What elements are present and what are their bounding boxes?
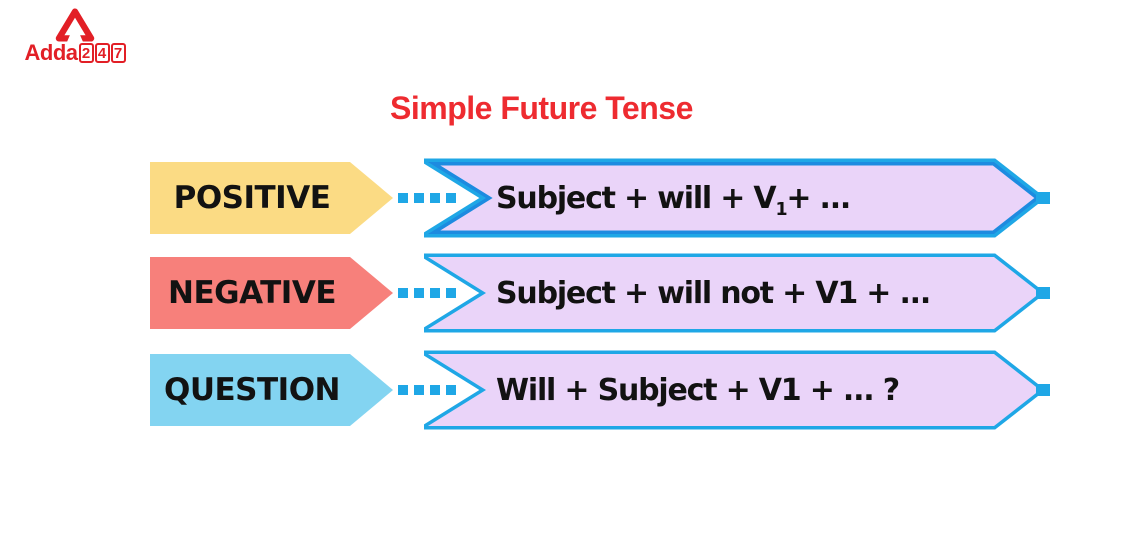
- question-label-text: QUESTION: [163, 372, 341, 408]
- label-arrow-shape: [150, 257, 393, 329]
- banner-tip-nub: [1036, 192, 1050, 204]
- formula-pre: Subject + will not + V1 + ...: [496, 275, 931, 311]
- logo-brand-text: Adda: [24, 40, 79, 65]
- question-formula-banner: Will + Subject + V1 + ... ?: [424, 350, 1050, 430]
- banner-fill: [428, 162, 1040, 234]
- positive-label-text: POSITIVE: [173, 180, 331, 216]
- logo-wordmark: Adda 2 4 7: [20, 40, 130, 66]
- tense-row-question: QUESTION Will + Subject + V1 + ... ?: [0, 350, 1141, 430]
- negative-label-arrow: NEGATIVE: [150, 257, 393, 329]
- logo-digit-7: 7: [110, 43, 126, 63]
- logo-digit-2: 2: [78, 43, 94, 63]
- negative-label-text: NEGATIVE: [168, 275, 337, 311]
- formula-pre: Will + Subject + V1 + ... ?: [496, 372, 900, 408]
- adda247-triangle-icon: [55, 8, 95, 42]
- banner-ribbon-shape: [424, 350, 1050, 430]
- formula-pre: Subject + will + V: [496, 180, 777, 216]
- banner-tip-nub: [1036, 384, 1050, 396]
- negative-formula-banner: Subject + will not + V1 + ...: [424, 253, 1050, 333]
- dotted-connector: [398, 193, 456, 203]
- page-title: Simple Future Tense: [390, 90, 693, 126]
- adda247-logo: Adda 2 4 7: [20, 8, 130, 66]
- formula-post: + ...: [786, 180, 851, 216]
- banner-fill: [428, 354, 1040, 426]
- banner-ribbon-shape: [424, 158, 1050, 238]
- banner-ribbon-shape: [424, 253, 1050, 333]
- positive-label-arrow: POSITIVE: [150, 162, 393, 234]
- tense-row-negative: NEGATIVE Subject + will not + V1 + ...: [0, 253, 1141, 333]
- dotted-connector: [398, 288, 456, 298]
- negative-formula-text: Subject + will not + V1 + ...: [496, 253, 1000, 333]
- label-arrow-shape: [150, 162, 393, 234]
- question-formula-text: Will + Subject + V1 + ... ?: [496, 350, 1000, 430]
- formula-subscript: 1: [775, 200, 787, 220]
- banner-tip-nub: [1036, 287, 1050, 299]
- dotted-connector: [398, 385, 456, 395]
- label-arrow-shape: [150, 354, 393, 426]
- logo-digit-4: 4: [94, 43, 110, 63]
- question-label-arrow: QUESTION: [150, 354, 393, 426]
- banner-fill: [428, 257, 1040, 329]
